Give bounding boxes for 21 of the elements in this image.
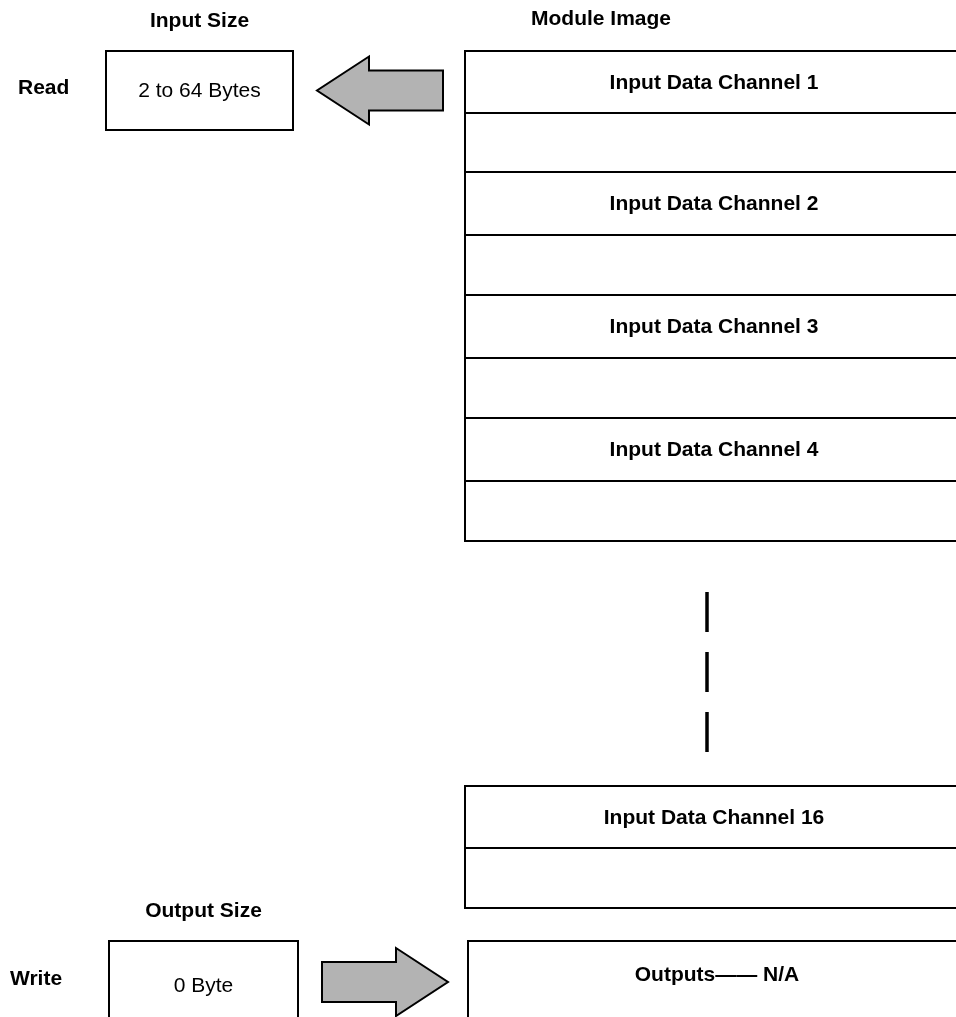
channel-title: Input Data Channel 4 — [609, 437, 819, 462]
section-heading: Module Image — [531, 6, 672, 30]
channel-block — [464, 171, 956, 296]
size-value: 2 to 64 Bytes — [138, 77, 261, 102]
channel-block — [464, 417, 956, 542]
block-arrow — [321, 946, 450, 1017]
box-heading: Input Size — [149, 8, 250, 31]
channel-block — [464, 294, 956, 419]
channel-block — [464, 50, 956, 173]
access-label: Read — [18, 75, 70, 99]
size-value: 0 Byte — [173, 973, 234, 997]
block-title: Outputs—— N/A — [634, 962, 800, 986]
channel-title: Input Data Channel 1 — [609, 69, 819, 94]
block-arrow — [315, 54, 444, 127]
box-heading: Output Size — [145, 898, 262, 921]
channel-title: Input Data Channel 16 — [603, 805, 825, 829]
access-label: Write — [10, 966, 63, 990]
data-box — [467, 940, 956, 1017]
channel-title: Input Data Channel 2 — [609, 191, 819, 216]
channel-block — [464, 785, 956, 909]
channel-title: Input Data Channel 3 — [609, 314, 819, 339]
